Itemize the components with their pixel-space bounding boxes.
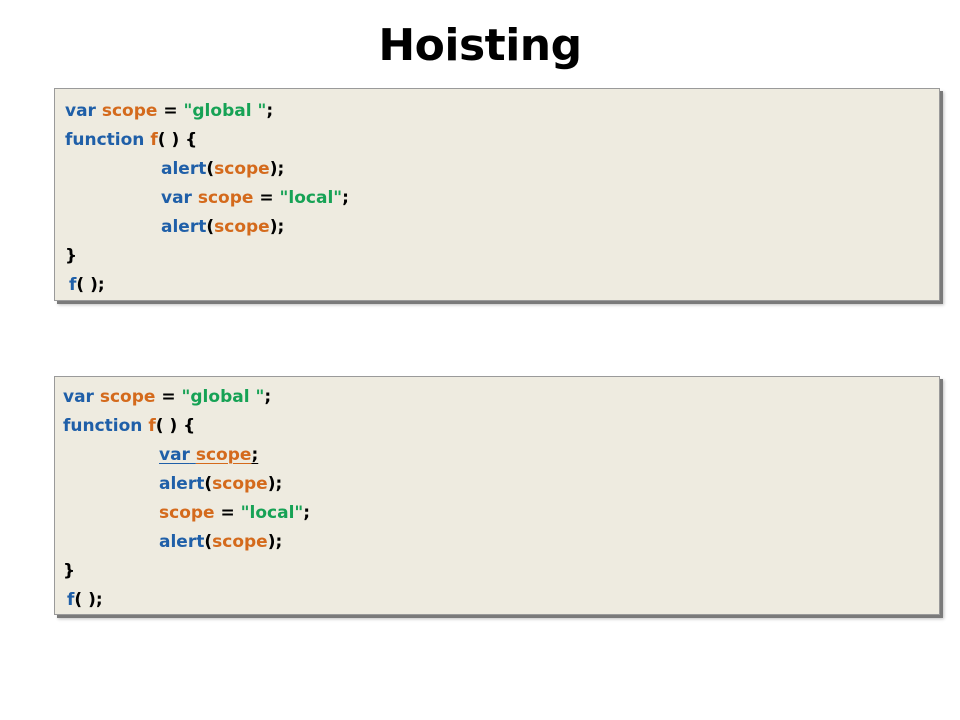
code-token-keyword: var <box>65 101 96 121</box>
code-token-punctuation: ); <box>267 474 283 494</box>
code-token-identifier: scope <box>159 503 215 523</box>
code-token-identifier: scope <box>101 101 158 121</box>
code-line: } <box>65 242 939 271</box>
code-token-punctuation: ); <box>269 217 285 237</box>
code-line: var scope = "global "; <box>65 97 939 126</box>
code-block-1: var scope = "global "; function f( ) { a… <box>54 88 940 301</box>
code-line: scope = "local"; <box>63 499 939 528</box>
code-token-keyword: f <box>69 275 77 295</box>
code-token-punctuation: } <box>63 561 76 581</box>
code-token-keyword: function <box>63 416 143 436</box>
code-line: alert(scope); <box>63 470 939 499</box>
slide-title: Hoisting <box>378 20 582 71</box>
code-token-keyword: var <box>63 387 94 407</box>
code-line: f( ); <box>65 271 939 300</box>
code-token-punctuation: ( ) { <box>157 130 198 150</box>
code-token-identifier: scope <box>197 188 254 208</box>
code-token-punctuation: ; <box>266 101 274 121</box>
code-line: alert(scope); <box>65 155 939 184</box>
code-token-keyword-text: var <box>159 445 190 465</box>
code-token-punctuation: ( <box>204 474 213 494</box>
code-token-string: "global " <box>183 101 267 121</box>
code-token-operator: = <box>214 503 241 523</box>
code-token-string: "global " <box>181 387 265 407</box>
code-token-punctuation: ( ); <box>74 590 103 610</box>
code-line: var scope = "local"; <box>65 184 939 213</box>
code-token-identifier: scope <box>214 217 270 237</box>
code-token-operator: = <box>155 387 182 407</box>
code-token-punctuation: ( ) { <box>155 416 196 436</box>
code-token-keyword: var <box>161 188 192 208</box>
code-token-keyword: alert <box>161 159 207 179</box>
code-token-identifier: scope <box>214 159 270 179</box>
code-token-punctuation: } <box>65 246 78 266</box>
code-token-punctuation: ( <box>204 532 213 552</box>
code-line: function f( ) { <box>63 412 939 441</box>
code-token-punctuation: ; <box>264 387 272 407</box>
code-token-punctuation: ; <box>342 188 349 208</box>
code-token-keyword: function <box>65 130 145 150</box>
code-token-punctuation: ( <box>206 159 215 179</box>
code-line: alert(scope); <box>63 528 939 557</box>
code-line: f( ); <box>63 586 939 615</box>
code-token-string: "local" <box>240 503 304 523</box>
code-token-keyword: f <box>67 590 75 610</box>
code-token-punctuation: ; <box>251 445 259 465</box>
code-token-identifier: f <box>150 130 158 150</box>
code-block-2: var scope = "global "; function f( ) { v… <box>54 376 940 615</box>
code-token-punctuation: ); <box>267 532 283 552</box>
code-line-hoisted-declaration: var scope; <box>63 441 939 470</box>
code-token-identifier: scope <box>212 532 268 552</box>
code-line: alert(scope); <box>65 213 939 242</box>
code-token-punctuation: ( <box>206 217 215 237</box>
code-token-punctuation: ); <box>269 159 285 179</box>
code-token-identifier: scope <box>212 474 268 494</box>
code-token-identifier: f <box>148 416 156 436</box>
code-line: } <box>63 557 939 586</box>
code-token-identifier: scope <box>195 445 252 465</box>
code-token-punctuation: ( ); <box>76 275 105 295</box>
code-token-operator: = <box>157 101 184 121</box>
code-token-keyword: alert <box>159 532 205 552</box>
code-token-keyword: alert <box>161 217 207 237</box>
code-token-identifier: scope <box>99 387 156 407</box>
code-token-punctuation: ; <box>303 503 311 523</box>
code-token-string: "local" <box>279 188 343 208</box>
code-token-keyword: alert <box>159 474 205 494</box>
code-token-operator: = <box>253 188 280 208</box>
code-line: function f( ) { <box>65 126 939 155</box>
code-token-keyword: var <box>159 445 196 465</box>
code-line: var scope = "global "; <box>63 383 939 412</box>
